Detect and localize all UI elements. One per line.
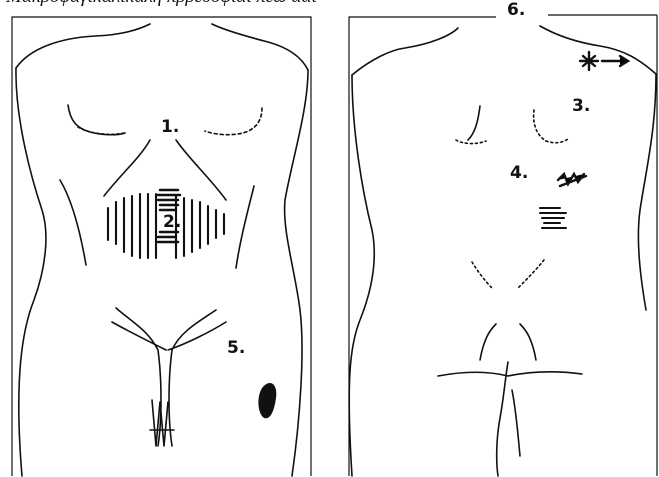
marker-2: 2.	[163, 214, 181, 231]
marker-6: 6.	[507, 2, 525, 19]
marker-5: 5.	[227, 340, 245, 357]
marker-1: 1.	[161, 119, 179, 136]
marker-3: 3.	[572, 98, 590, 115]
back-view-frame	[349, 15, 657, 476]
front-thigh-lesion	[258, 383, 276, 418]
back-lower-lesion	[540, 208, 566, 228]
back-shoulder-lesion	[580, 52, 628, 70]
back-body-outline	[349, 26, 656, 476]
back-mid-lesion	[558, 174, 586, 186]
marker-4: 4.	[510, 165, 528, 182]
